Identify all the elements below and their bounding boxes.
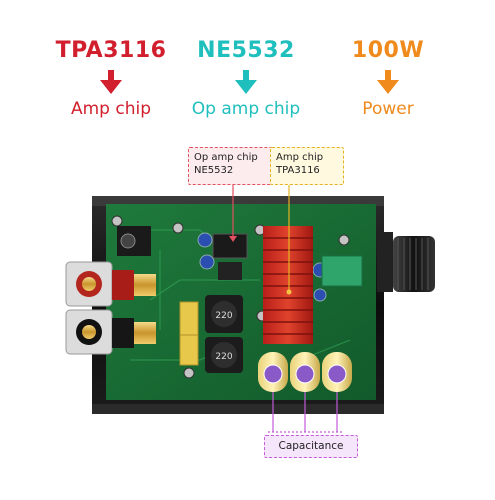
- feature-amp-chip: TPA3116 Amp chip: [36, 36, 186, 120]
- feature-subtitle-op-amp-chip: Op amp chip: [191, 99, 301, 119]
- arrow-down-icon: [235, 70, 257, 94]
- inductor-bottom: 220: [205, 337, 243, 373]
- green-relay: [321, 255, 363, 287]
- feature-power: 100W Power: [313, 36, 463, 120]
- inductor-top: 220: [205, 295, 243, 333]
- speaker-terminal-bottom: [65, 309, 156, 355]
- case-body: [92, 196, 384, 414]
- callout-amp-line1: Amp chip: [276, 152, 324, 163]
- feature-subtitle-power: Power: [362, 99, 414, 119]
- callout-amp-line2: TPA3116: [276, 165, 320, 176]
- callout-amp-chip: Amp chip TPA3116: [270, 147, 344, 185]
- arrow-down-icon: [100, 70, 122, 94]
- callout-capacitance-label: Capacitance: [278, 440, 344, 452]
- feature-title-100w: 100W: [351, 38, 425, 63]
- callout-lines: [229, 181, 342, 433]
- arrow-down-icon: [377, 70, 399, 94]
- pcb-board: [106, 204, 376, 400]
- callout-op-amp-chip: Op amp chip NE5532: [188, 147, 274, 185]
- volume-knob: [377, 232, 435, 292]
- op-amp-chip: [212, 233, 248, 280]
- small-capacitors: [197, 232, 328, 302]
- heatsink: [263, 226, 313, 344]
- inductor-marking-bottom: 220: [215, 352, 232, 362]
- film-capacitors: [179, 301, 199, 366]
- callout-capacitance: Capacitance: [264, 435, 358, 458]
- feature-title-tpa3116: TPA3116: [55, 38, 167, 63]
- callout-op-amp-line1: Op amp chip: [194, 152, 258, 163]
- inductor-marking-top: 220: [215, 311, 232, 321]
- audio-jack: [117, 226, 151, 256]
- feature-op-amp-chip: NE5532 Op amp chip: [171, 36, 321, 120]
- feature-title-ne5532: NE5532: [197, 38, 295, 63]
- callout-op-amp-line2: NE5532: [194, 165, 234, 176]
- speaker-terminal-top: [65, 261, 156, 307]
- large-capacitors: [258, 352, 352, 392]
- feature-subtitle-amp-chip: Amp chip: [70, 99, 152, 119]
